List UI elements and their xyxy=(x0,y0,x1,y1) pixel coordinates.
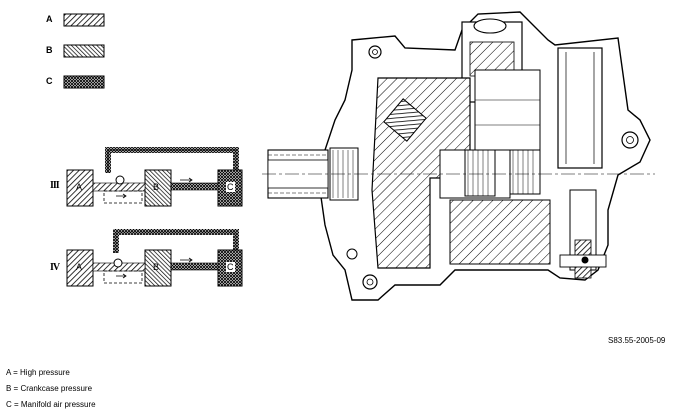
box-b-iv xyxy=(144,249,172,287)
box-a-iii xyxy=(66,169,94,207)
caption-a: A = High pressure xyxy=(6,368,70,377)
box-a-iv-label: A xyxy=(76,262,83,272)
valve-iii xyxy=(115,175,125,185)
pump-tower xyxy=(557,47,603,169)
legend-letter-c: C xyxy=(46,76,53,86)
legend-swatch-c xyxy=(63,75,105,89)
caption-c: C = Manifold air pressure xyxy=(6,400,96,409)
schematic-iv xyxy=(66,229,243,287)
box-a-iii-label: A xyxy=(76,182,83,192)
schematic-iv-label: IV xyxy=(50,262,60,273)
legend-swatch-b xyxy=(63,44,105,58)
figure-code: S83.55-2005-09 xyxy=(608,336,666,345)
box-c-iv-label: C xyxy=(226,262,235,272)
legend-letter-a: A xyxy=(46,14,53,24)
piston xyxy=(383,98,427,142)
valve-iv xyxy=(113,258,123,268)
schematic-iii xyxy=(66,147,243,207)
box-c-iii-label: C xyxy=(226,182,235,192)
schematic-iii-label: III xyxy=(50,180,60,191)
box-b-iv-label: B xyxy=(153,262,160,272)
legend-swatch-a xyxy=(63,13,105,27)
caption-b: B = Crankcase pressure xyxy=(6,384,93,393)
legend-letter-b: B xyxy=(46,45,53,55)
box-b-iii-label: B xyxy=(153,182,160,192)
box-b-iii xyxy=(144,169,172,207)
pump-cross-section xyxy=(262,11,655,301)
